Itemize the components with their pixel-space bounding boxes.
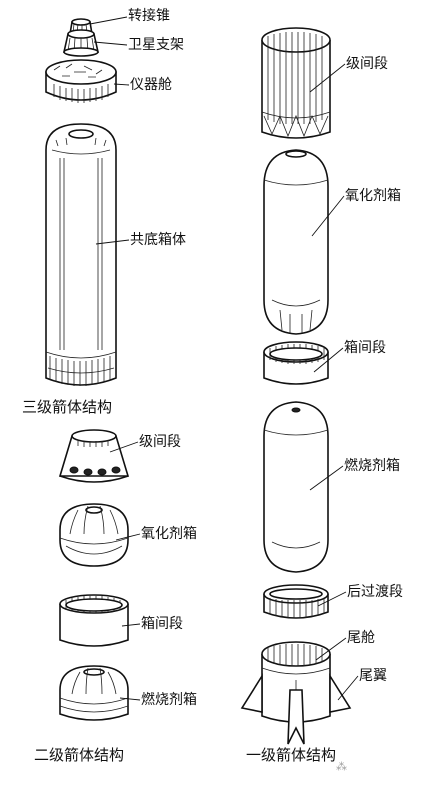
label-first-aft-transition: 后过渡段 <box>347 584 403 600</box>
first-stage-aft-transition <box>263 584 329 619</box>
second-stage-oxidizer-tank <box>59 503 129 567</box>
label-first-fuel-tank: 燃烧剂箱 <box>344 458 400 474</box>
second-stage-fuel-tank <box>59 665 129 721</box>
label-second-intertank: 箱间段 <box>141 616 183 632</box>
second-stage-intertank <box>59 594 129 647</box>
label-second-interstage: 级间段 <box>139 434 181 450</box>
first-stage-fuel-tank <box>263 401 329 573</box>
label-second-oxidizer-tank: 氧化剂箱 <box>141 526 197 542</box>
third-stage-tank-body <box>45 123 117 386</box>
label-first-tail-cabin: 尾舱 <box>347 630 375 646</box>
label-second-fuel-tank: 燃烧剂箱 <box>141 692 197 708</box>
third-stage-satellite-mount <box>63 29 99 57</box>
watermark: ⁂ <box>336 760 347 773</box>
caption-third-stage: 三级箭体结构 <box>22 398 113 416</box>
second-stage-interstage <box>58 429 130 483</box>
first-stage-oxidizer-tank <box>263 149 329 335</box>
caption-second-stage: 二级箭体结构 <box>34 746 125 764</box>
first-stage-intertank <box>263 341 329 385</box>
label-first-intertank: 箱间段 <box>344 340 386 356</box>
label-first-oxidizer-tank: 氧化剂箱 <box>345 188 401 204</box>
label-adapter-cone: 转接锥 <box>128 8 170 24</box>
caption-first-stage: 一级箭体结构 <box>246 746 337 764</box>
label-instrument-bay: 仪器舱 <box>130 77 172 93</box>
label-satellite-mount: 卫星支架 <box>128 37 184 53</box>
label-first-interstage: 级间段 <box>346 56 388 72</box>
label-common-bulkhead-tank: 共底箱体 <box>130 232 186 248</box>
third-stage-instrument-bay <box>45 59 117 103</box>
label-first-tail-fin: 尾翼 <box>359 668 387 684</box>
first-stage-interstage <box>261 27 331 139</box>
first-stage-tail-fins <box>240 673 352 745</box>
